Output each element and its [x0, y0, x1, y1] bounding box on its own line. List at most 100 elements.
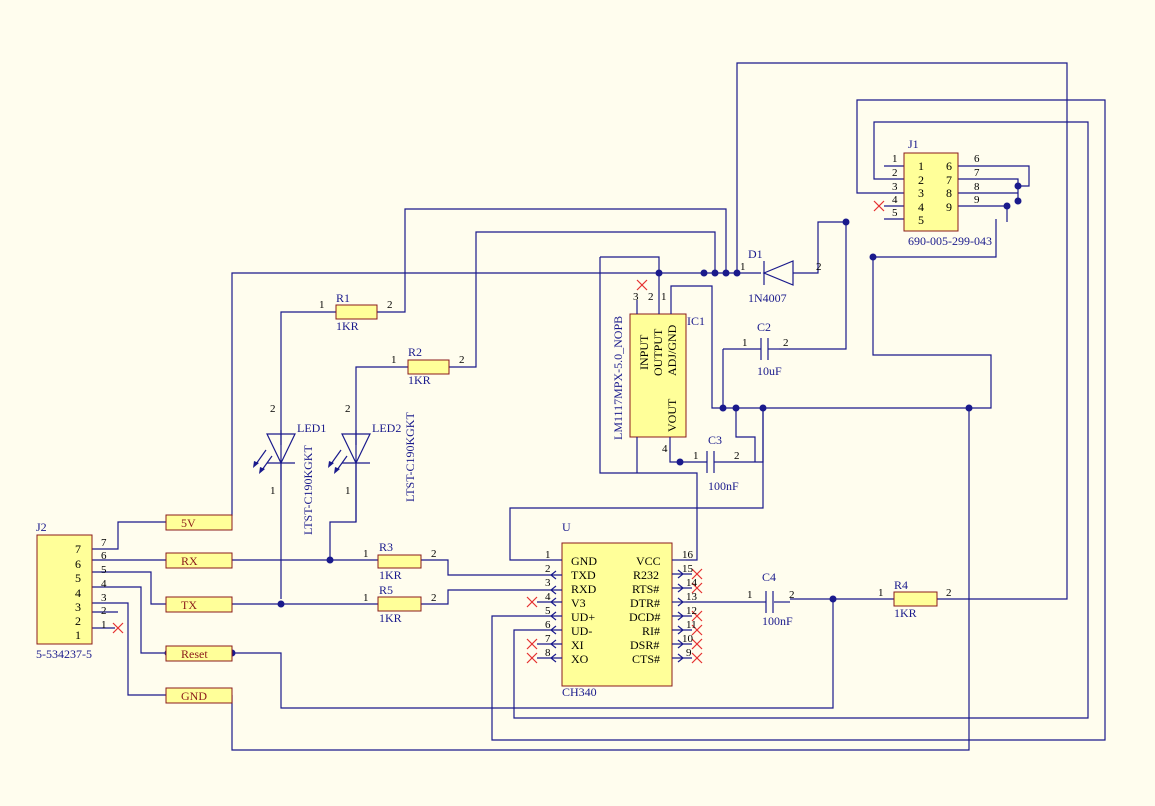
schematic-label: VCC — [636, 554, 661, 568]
schematic-label: IC1 — [687, 314, 705, 328]
schematic-label: 15 — [682, 563, 694, 575]
schematic-label: 2 — [918, 173, 924, 187]
schematic-label: 1 — [747, 589, 753, 601]
schematic-label: TXD — [571, 568, 596, 582]
schematic-label: LED2 — [372, 421, 401, 435]
schematic-label: 9 — [946, 200, 952, 214]
net-label-tx: TX — [165, 596, 233, 613]
schematic-label: V3 — [571, 596, 586, 610]
schematic-label: 4 — [545, 591, 551, 603]
schematic-label: 1 — [918, 159, 924, 173]
no-connect-marks — [112, 200, 885, 664]
ic-ch340: U CH340 GND TXD RXD V3 UD+ UD- XI XO 1 2… — [537, 520, 698, 699]
schematic-label: 16 — [682, 549, 694, 561]
schematic-label: 3 — [892, 181, 898, 193]
schematic-label: 1N4007 — [748, 291, 787, 305]
schematic-label: XI — [571, 638, 584, 652]
schematic-label: R5 — [379, 583, 393, 597]
schematic-label: 1 — [101, 619, 107, 631]
schematic-label: C3 — [708, 433, 722, 447]
schematic-label: J1 — [908, 137, 919, 151]
schematic-label: 3 — [75, 600, 81, 614]
schematic-label: 5 — [918, 213, 924, 227]
schematic-label: 4 — [918, 200, 924, 214]
schematic-label: LM1117MPX-5.0_NOPB — [611, 316, 625, 440]
schematic-label: UD+ — [571, 610, 595, 624]
schematic-label: 1 — [892, 153, 898, 165]
schematic-label: DSR# — [630, 638, 659, 652]
net-label-rx: RX — [165, 552, 233, 569]
resistor-r3: R3 1KR 1 2 — [363, 540, 437, 582]
schematic-label: RXD — [571, 582, 597, 596]
schematic-label: UD- — [571, 624, 592, 638]
schematic-label: R232 — [633, 568, 659, 582]
connector-j1: J1 690-005-299-043 1 2 3 4 5 6 7 8 9 1 2… — [892, 137, 992, 248]
led-led2: LED2 LTST-C190KGKT 2 1 — [328, 403, 417, 522]
schematic-label: 1 — [878, 587, 884, 599]
schematic-label: 2 — [431, 592, 437, 604]
schematic-label: 2 — [946, 587, 952, 599]
schematic-label: D1 — [748, 247, 763, 261]
schematic-label: 1KR — [379, 611, 402, 625]
schematic-label: RX — [181, 554, 198, 568]
schematic-label: 1 — [345, 485, 351, 497]
schematic-label: LED1 — [297, 421, 326, 435]
schematic-label: 2 — [783, 337, 789, 349]
schematic-label: J2 — [36, 520, 47, 534]
connector-j2: J2 5-534237-5 7 6 5 4 3 2 1 7 6 5 4 3 2 … — [36, 520, 107, 661]
schematic-label: 2 — [345, 403, 351, 415]
schematic-label: 100nF — [708, 479, 739, 493]
regulator-ic1: IC1 LM1117MPX-5.0_NOPB INPUT OUTPUT ADJ/… — [611, 291, 705, 455]
schematic-label: 4 — [101, 578, 107, 590]
schematic-label: 1KR — [336, 319, 359, 333]
schematic-label: 6 — [974, 153, 980, 165]
schematic-label: 1 — [363, 592, 369, 604]
schematic-label: DTR# — [630, 596, 660, 610]
ch340-left-pins: GND TXD RXD V3 UD+ UD- XI XO 1 2 3 4 5 6… — [545, 549, 597, 666]
schematic-label: 9 — [974, 194, 980, 206]
schematic-label: 1 — [742, 337, 748, 349]
schematic-label: 690-005-299-043 — [908, 234, 992, 248]
schematic-label: 6 — [545, 619, 551, 631]
schematic-label: 8 — [545, 647, 551, 659]
schematic-label: C2 — [757, 320, 771, 334]
schematic-label: 2 — [734, 450, 740, 462]
schematic-label: 1 — [740, 261, 746, 273]
schematic-label: 4 — [75, 586, 81, 600]
schematic-label: 1 — [661, 291, 667, 303]
capacitor-c3: C3 100nF 1 2 — [693, 433, 740, 493]
schematic-label: 4 — [662, 443, 668, 455]
schematic-label: 5 — [892, 207, 898, 219]
schematic-label: 2 — [101, 605, 107, 617]
schematic-label: 3 — [545, 577, 551, 589]
schematic-label: R1 — [336, 291, 350, 305]
schematic-label: RI# — [642, 624, 660, 638]
schematic-label: R4 — [894, 578, 908, 592]
schematic-label: 10uF — [757, 364, 782, 378]
schematic-label: 10 — [682, 633, 694, 645]
schematic-label: 2 — [459, 354, 465, 366]
schematic-label: LTST-C190KGKT — [301, 445, 315, 535]
schematic-label: 1 — [363, 548, 369, 560]
schematic-label: 1 — [319, 299, 325, 311]
resistor-r5: R5 1KR 1 2 — [363, 583, 437, 625]
net-label-gnd: GND — [165, 687, 233, 704]
schematic-label: 7 — [946, 173, 952, 187]
schematic-label: C4 — [762, 570, 776, 584]
schematic-label: 1 — [545, 549, 551, 561]
schematic-label: GND — [181, 689, 207, 703]
led-led1: LED1 LTST-C190KGKT 2 1 — [253, 403, 326, 535]
schematic-label: INPUT — [637, 334, 651, 370]
schematic-label: 4 — [892, 194, 898, 206]
schematic-label: 2 — [648, 291, 654, 303]
schematic-label: 1KR — [379, 568, 402, 582]
junctions — [164, 182, 1022, 657]
schematic-label: 1KR — [408, 373, 431, 387]
schematic-label: 2 — [270, 403, 276, 415]
net-label-5v: 5V — [165, 514, 233, 531]
schematic-label: 2 — [75, 614, 81, 628]
schematic-label: DCD# — [629, 610, 660, 624]
schematic-label: XO — [571, 652, 589, 666]
schematic-label: VOUT — [665, 398, 679, 432]
